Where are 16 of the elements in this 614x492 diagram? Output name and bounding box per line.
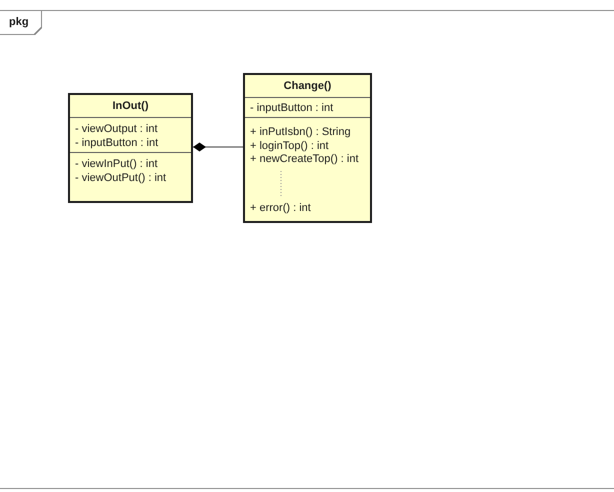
class-name: Change() [284, 80, 332, 92]
operation-text: + inPutIsbn() : String [250, 126, 351, 140]
attribute-text: - viewOutput : int [75, 123, 158, 136]
operation-text: + loginTop() : int [250, 140, 329, 153]
composition-line [192, 142, 244, 152]
attribute-text: - inputButton : int [250, 102, 334, 116]
class-box [243, 73, 372, 223]
class-box [68, 93, 193, 203]
operation-text: - viewOutPut() : int [75, 172, 166, 185]
package-frame [0, 10, 614, 489]
package-tab: pkg [0, 11, 42, 35]
operation-text: - viewInPut() : int [75, 158, 158, 172]
class-name: InOut() [112, 100, 149, 112]
operation-text: + error() : int [250, 202, 311, 215]
attribute-text: - inputButton : int [75, 136, 158, 150]
operation-text: + newCreateTop() : int [250, 153, 359, 166]
